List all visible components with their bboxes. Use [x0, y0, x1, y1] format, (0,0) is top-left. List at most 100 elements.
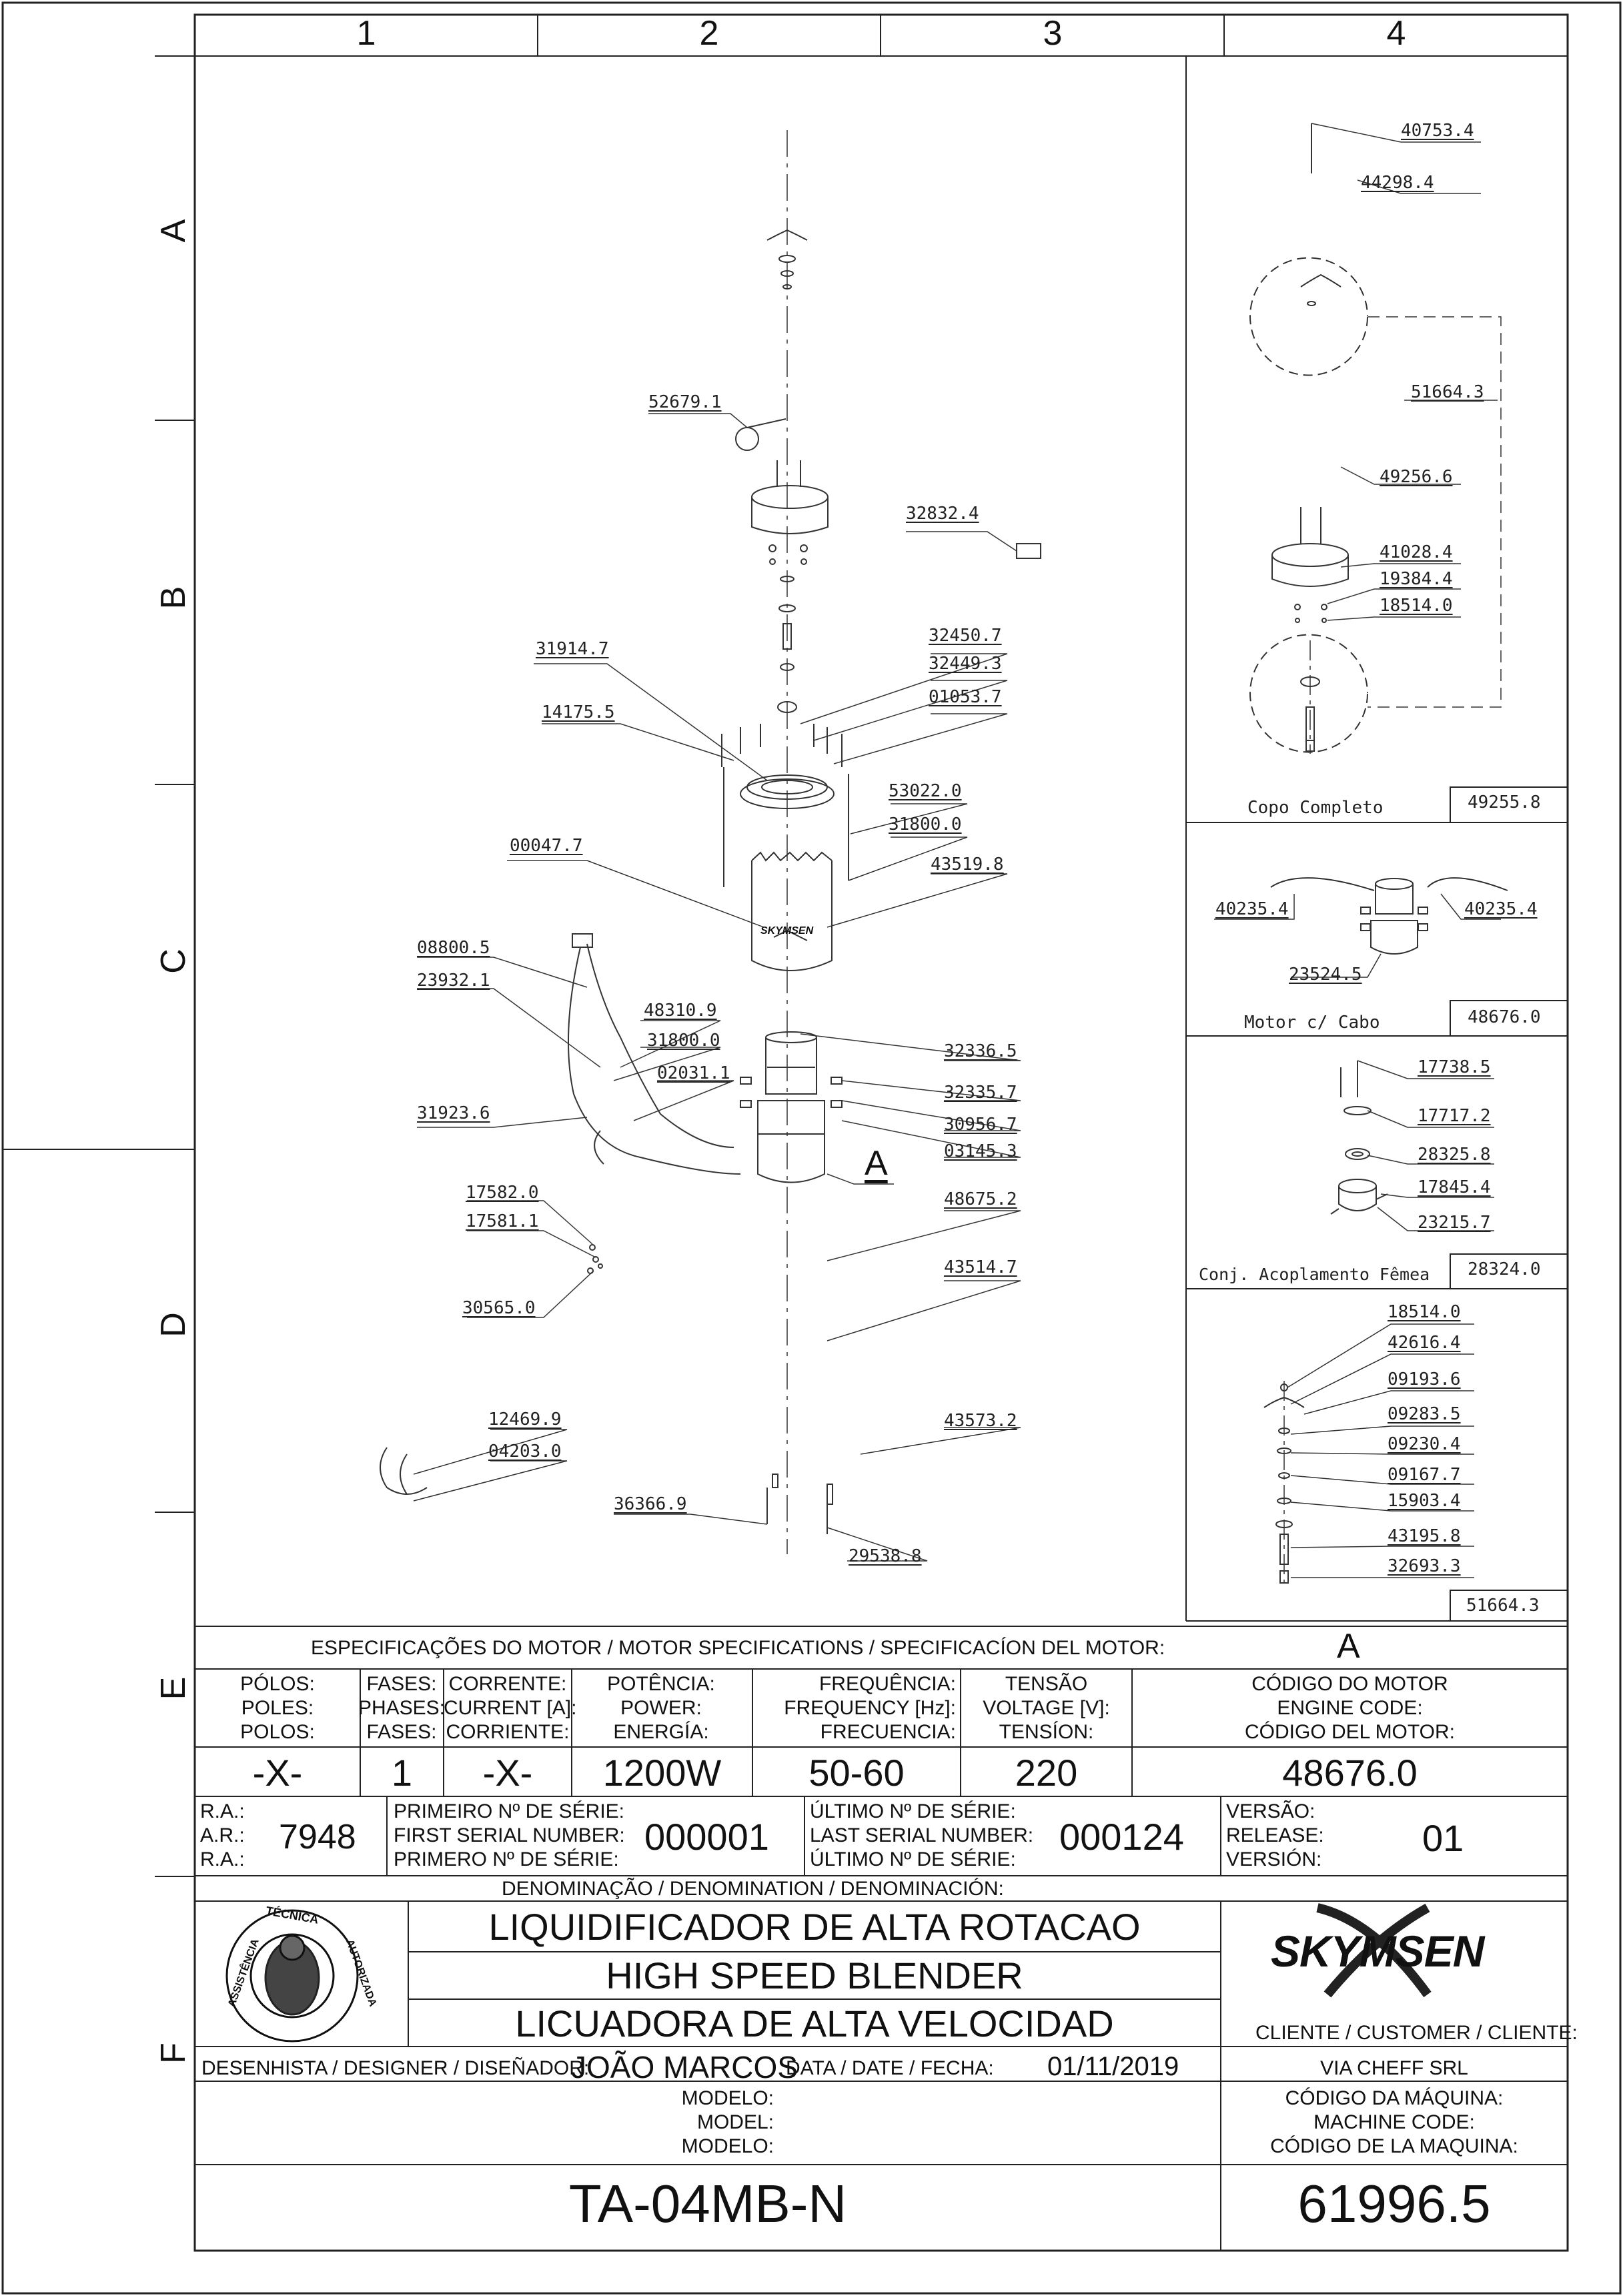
part-number: 51664.3 — [1466, 1596, 1540, 1616]
spec-value-power: 1200W — [602, 1752, 722, 1794]
part-number: 29538.8 — [849, 1546, 922, 1566]
part-number: 17845.4 — [1418, 1177, 1491, 1197]
row-label-c: C — [154, 949, 193, 974]
spec-header-phases: FASES:PHASES:FASES: — [358, 1673, 446, 1743]
designer-value: JOÃO MARCOS — [571, 2050, 798, 2085]
assembly-code: 28324.0 — [1468, 1259, 1541, 1279]
column-label-4: 4 — [1386, 14, 1406, 53]
column-label-3: 3 — [1043, 14, 1063, 53]
designer-label: DESENHISTA / DESIGNER / DISEÑADOR: — [201, 2057, 590, 2079]
part-number: 23524.5 — [1289, 965, 1362, 985]
part-number: 09230.4 — [1388, 1434, 1461, 1454]
denomination-label: DENOMINAÇÃO / DENOMINATION / DENOMINACIÓ… — [502, 1878, 1004, 1900]
part-number: 08800.5 — [417, 938, 490, 958]
machine-code-labels: CÓDIGO DA MÁQUINA:MACHINE CODE:CÓDIGO DE… — [1270, 2087, 1518, 2157]
spec-value-current: -X- — [482, 1752, 533, 1794]
part-number: 42616.4 — [1388, 1333, 1461, 1353]
last-serial-value: 000124 — [1059, 1816, 1184, 1858]
column-label-2: 2 — [699, 14, 719, 53]
part-number: 31914.7 — [536, 639, 609, 659]
part-number: 32832.4 — [906, 504, 979, 524]
assembly-caption: Copo Completo — [1247, 798, 1384, 818]
part-number: 19384.4 — [1380, 569, 1453, 589]
part-number: 41028.4 — [1380, 542, 1453, 562]
motor-code-letter: A — [1337, 1627, 1360, 1666]
part-number: 09167.7 — [1388, 1465, 1461, 1485]
part-number: 31800.0 — [889, 814, 962, 834]
motor-spec-title: ESPECIFICAÇÕES DO MOTOR / MOTOR SPECIFIC… — [311, 1637, 1165, 1659]
part-number: 43195.8 — [1388, 1526, 1461, 1546]
assembly-code: 49255.8 — [1468, 792, 1541, 812]
part-number: 52679.1 — [648, 392, 722, 412]
housing-brand-text: SKYMSEN — [760, 925, 814, 937]
row-label-a: A — [154, 219, 193, 243]
part-number: 09283.5 — [1388, 1404, 1461, 1424]
part-number: 32693.3 — [1388, 1556, 1461, 1576]
part-number: 17738.5 — [1418, 1057, 1491, 1077]
row-label-b: B — [154, 586, 193, 610]
part-number: 04203.0 — [488, 1442, 562, 1462]
spec-header-current: CORRENTE:CURRENT [A]:CORRIENTE: — [444, 1673, 577, 1743]
row-label-f: F — [154, 2043, 193, 2064]
part-number: 17717.2 — [1418, 1106, 1491, 1126]
part-number: 15903.4 — [1388, 1491, 1461, 1511]
part-number: 40235.4 — [1464, 899, 1538, 919]
column-label-1: 1 — [356, 14, 376, 53]
part-number: 17582.0 — [466, 1183, 539, 1203]
ra-labels: R.A.:A.R.:R.A.: — [200, 1800, 245, 1870]
last-serial-labels: ÚLTIMO Nº DE SÉRIE:LAST SERIAL NUMBER:ÚL… — [810, 1800, 1034, 1870]
spec-header-poles: PÓLOS:POLES:POLOS: — [240, 1673, 315, 1743]
part-number: 30956.7 — [944, 1115, 1017, 1135]
part-number: 32450.7 — [929, 626, 1002, 646]
part-number: 48675.2 — [944, 1189, 1017, 1209]
ra-value: 7948 — [279, 1818, 356, 1856]
part-number: 48310.9 — [644, 1001, 717, 1021]
client-value: VIA CHEFF SRL — [1320, 2057, 1468, 2079]
part-number: 01053.7 — [929, 687, 1002, 707]
part-number: 12469.9 — [488, 1409, 562, 1429]
version-labels: VERSÃO:RELEASE:VERSIÓN: — [1226, 1800, 1324, 1870]
part-number: 31800.0 — [647, 1031, 720, 1051]
part-number: 32449.3 — [929, 654, 1002, 674]
assembly-caption: Conj. Acoplamento Fêmea — [1199, 1265, 1430, 1284]
spec-header-frequency: FREQUÊNCIA:FREQUENCY [Hz]:FRECUENCIA: — [784, 1673, 956, 1743]
part-number: 09193.6 — [1388, 1369, 1461, 1389]
row-label-e: E — [154, 1676, 193, 1700]
denomination-pt: LIQUIDIFICADOR DE ALTA ROTACAO — [488, 1906, 1141, 1948]
assembly-code: 48676.0 — [1468, 1007, 1541, 1027]
part-number: 17581.1 — [466, 1211, 539, 1231]
part-number: 43514.7 — [944, 1257, 1017, 1277]
part-number: 36366.9 — [614, 1494, 687, 1514]
part-number: 40235.4 — [1215, 899, 1289, 919]
assembly-caption: Motor c/ Cabo — [1244, 1013, 1380, 1033]
brand-logo: SKYMSEN — [1271, 1926, 1484, 1976]
machine-code-value: 61996.5 — [1297, 2174, 1491, 2233]
model-value: TA-04MB-N — [568, 2174, 847, 2233]
client-label: CLIENTE / CUSTOMER / CLIENTE: — [1255, 2022, 1578, 2044]
part-number: 02031.1 — [657, 1063, 730, 1083]
part-number: 44298.4 — [1361, 173, 1434, 193]
part-number: 18514.0 — [1388, 1302, 1461, 1322]
part-number: 31923.6 — [417, 1103, 490, 1123]
denomination-en: HIGH SPEED BLENDER — [606, 1954, 1023, 1996]
part-number: 32335.7 — [944, 1083, 1017, 1103]
part-number: 28325.8 — [1418, 1145, 1491, 1165]
first-serial-value: 000001 — [644, 1816, 769, 1858]
part-number: 43573.2 — [944, 1411, 1017, 1431]
callout-motor-a: A — [865, 1144, 888, 1183]
part-number: 00047.7 — [510, 836, 583, 856]
version-value: 01 — [1422, 1817, 1464, 1859]
spec-value-phases: 1 — [391, 1752, 413, 1794]
part-number: 23932.1 — [417, 971, 490, 991]
spec-value-engine-code: 48676.0 — [1282, 1752, 1418, 1794]
part-number: 40753.4 — [1401, 121, 1474, 141]
spec-value-frequency: 50-60 — [808, 1752, 905, 1794]
date-label: DATA / DATE / FECHA: — [786, 2057, 994, 2079]
spec-header-power: POTÊNCIA:POWER:ENERGÍA: — [607, 1673, 715, 1743]
spec-value-poles: -X- — [252, 1752, 303, 1794]
part-number: 32336.5 — [944, 1041, 1017, 1061]
